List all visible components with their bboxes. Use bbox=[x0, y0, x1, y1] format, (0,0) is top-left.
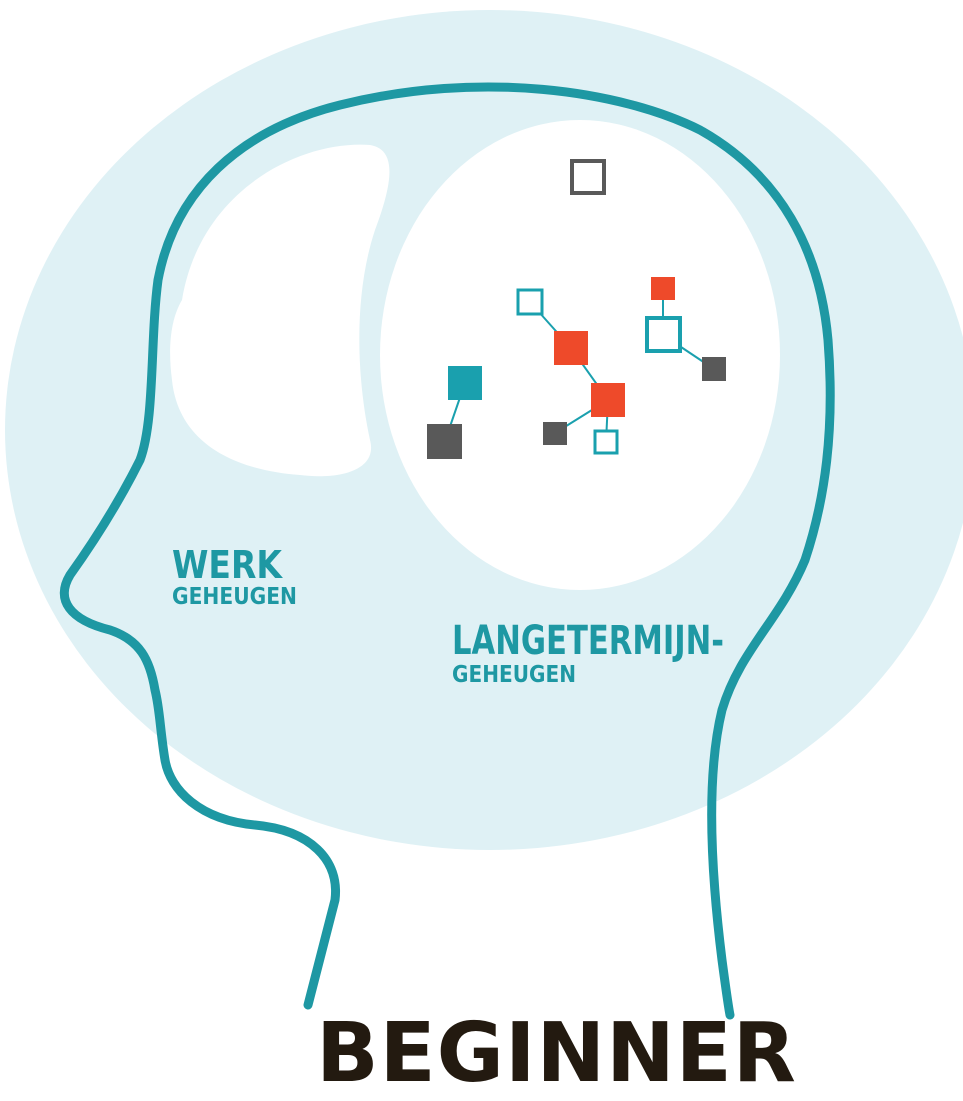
teal-filled-node bbox=[448, 366, 482, 400]
working-memory-subtitle: GEHEUGEN bbox=[172, 584, 297, 610]
orange-filled-node bbox=[591, 383, 625, 417]
orange-filled-node bbox=[651, 277, 675, 300]
caption-beginner: BEGINNER bbox=[316, 1006, 797, 1101]
working-memory-area bbox=[170, 144, 390, 477]
teal-outline-node bbox=[645, 316, 682, 353]
long-term-memory-title: LANGETERMIJN- bbox=[452, 618, 724, 664]
teal-outline-node bbox=[516, 288, 544, 316]
gray-outline-node bbox=[570, 159, 606, 195]
gray-filled-node bbox=[702, 357, 726, 381]
teal-outline-node bbox=[593, 429, 619, 455]
gray-filled-node bbox=[427, 424, 462, 459]
long-term-memory-subtitle: GEHEUGEN bbox=[452, 662, 576, 688]
gray-filled-node bbox=[543, 422, 567, 445]
orange-filled-node bbox=[554, 331, 588, 365]
head-outline bbox=[59, 82, 835, 1020]
working-memory-title: WERK bbox=[172, 543, 283, 587]
